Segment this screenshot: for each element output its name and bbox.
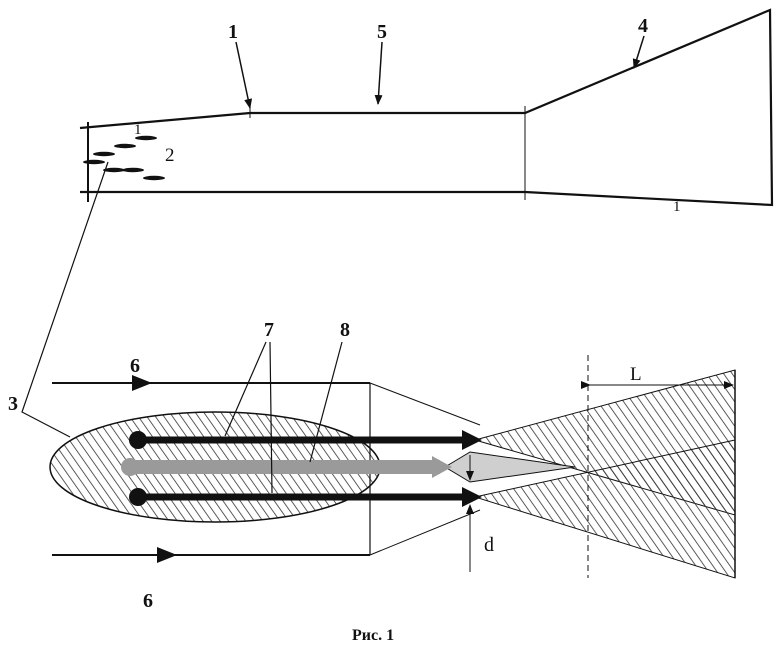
fuel-droplets: [83, 135, 165, 181]
device-outline: [79, 8, 774, 207]
tick-label-1b: 1: [673, 199, 681, 215]
figure-caption: Рис. 1: [352, 627, 394, 644]
tick-label-1a: 1: [134, 122, 142, 138]
label-6-top: 6: [130, 355, 140, 377]
label-3: 3: [8, 393, 18, 415]
label-8: 8: [340, 319, 350, 341]
label-6-bottom: 6: [143, 590, 153, 612]
label-1: 1: [228, 21, 238, 43]
label-L: L: [630, 364, 642, 385]
label-7: 7: [264, 319, 274, 341]
gray-jet-arrow-8: [121, 456, 452, 478]
label-d: d: [484, 534, 494, 556]
jet-cones: [369, 369, 736, 579]
label-5: 5: [377, 21, 387, 43]
dark-jet-arrows-7: [129, 430, 482, 507]
airflow-arrows: [52, 375, 370, 563]
label-2: 2: [165, 145, 175, 166]
label-4: 4: [638, 15, 648, 37]
